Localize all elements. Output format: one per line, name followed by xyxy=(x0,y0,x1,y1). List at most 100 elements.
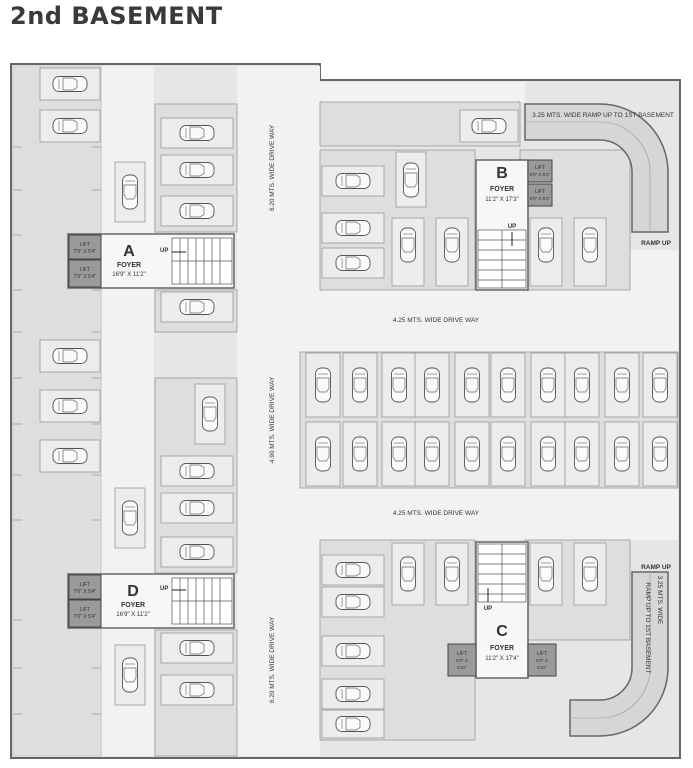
parking-stall xyxy=(160,154,234,186)
parking-stall xyxy=(573,217,607,287)
core-b xyxy=(475,159,553,291)
parking-stall xyxy=(435,542,469,606)
parking-stall xyxy=(490,352,526,418)
parking-stall xyxy=(530,352,566,418)
lift-size: 6'0" X 5'2" xyxy=(530,196,551,201)
driveway-label: 4.90 MTS. WIDE DRIVE WAY xyxy=(269,376,276,463)
lift-label: LIFT xyxy=(537,651,547,657)
parking-stall xyxy=(454,352,490,418)
core-c xyxy=(447,541,557,679)
parking-stall xyxy=(321,709,385,739)
lift-size: 6'11" xyxy=(457,665,467,670)
core-letter: A xyxy=(123,243,135,260)
parking-stall xyxy=(564,421,600,487)
parking-stall xyxy=(114,644,146,706)
ramp-up-label: RAMP UP xyxy=(641,564,672,571)
core-a xyxy=(67,233,235,289)
foyer-label: FOYER xyxy=(121,602,145,609)
core-letter: D xyxy=(127,583,139,600)
driveway-label: 4.25 MTS. WIDE DRIVE WAY xyxy=(393,510,480,517)
foyer-size: 11'2" X 17'3" xyxy=(485,197,518,203)
parking-stall xyxy=(642,421,678,487)
ramp-top xyxy=(524,103,669,233)
parking-stall xyxy=(160,674,234,706)
parking-stall xyxy=(459,109,519,143)
parking-stall xyxy=(435,217,469,287)
lift-label: LIFT xyxy=(457,651,467,657)
ramp-up-label: RAMP UP xyxy=(641,240,672,247)
parking-stall xyxy=(604,421,640,487)
parking-stall xyxy=(530,421,566,487)
parking-stall xyxy=(604,352,640,418)
parking-stall xyxy=(39,67,101,101)
parking-stall xyxy=(39,389,101,423)
parking-stall xyxy=(321,678,385,710)
lift-label: LIFT xyxy=(80,267,90,273)
parking-stall xyxy=(39,339,101,373)
parking-stall xyxy=(395,151,427,208)
foyer-size: 16'9" X 11'2" xyxy=(116,612,149,618)
parking-stall xyxy=(114,161,146,223)
parking-stall xyxy=(573,542,607,606)
parking-stall xyxy=(490,421,526,487)
lift-size: 6'11" xyxy=(537,665,547,670)
central-parking-grid xyxy=(299,351,679,489)
core-letter: C xyxy=(496,623,508,640)
staircase-icon xyxy=(171,577,233,625)
parking-stall xyxy=(321,554,385,586)
lift-label: LIFT xyxy=(535,165,545,171)
parking-stall xyxy=(160,455,234,487)
parking-stall xyxy=(160,195,234,227)
parking-stall xyxy=(321,635,385,667)
up-label: UP xyxy=(484,606,492,612)
foyer-size: 11'2" X 17'4" xyxy=(485,656,518,662)
core-letter: B xyxy=(496,165,508,182)
staircase-icon xyxy=(477,229,527,289)
parking-stall xyxy=(529,542,563,606)
lift-size: 7'0" X 5'4" xyxy=(74,589,97,595)
parking-stall xyxy=(160,492,234,524)
parking-stall xyxy=(391,217,425,287)
lift-size: 7'0" X 5'4" xyxy=(74,249,97,255)
lift-label: LIFT xyxy=(535,189,545,195)
ramp-label: 3.25 MTS. WIDE RAMP UP TO 1ST BASEMENT xyxy=(532,112,674,119)
parking-stall xyxy=(194,383,226,445)
up-label: UP xyxy=(160,586,168,592)
core-d xyxy=(67,573,235,629)
parking-stall xyxy=(39,109,101,143)
foyer-label: FOYER xyxy=(117,262,141,269)
lift-size: 7'0" X 5'4" xyxy=(74,614,97,620)
parking-stall xyxy=(381,421,417,487)
up-label: UP xyxy=(508,224,516,230)
parking-stall xyxy=(305,421,341,487)
parking-stall xyxy=(39,439,101,473)
lift-label: LIFT xyxy=(80,607,90,613)
parking-stall xyxy=(529,217,563,287)
parking-stall xyxy=(114,487,146,549)
parking-stall xyxy=(414,352,450,418)
parking-stall xyxy=(454,421,490,487)
parking-stall xyxy=(321,247,385,279)
lift-label: LIFT xyxy=(80,242,90,248)
staircase-icon xyxy=(171,237,233,285)
parking-stall xyxy=(414,421,450,487)
parking-stall xyxy=(342,421,378,487)
driveway-label: 4.25 MTS. WIDE DRIVE WAY xyxy=(393,317,480,324)
ramp-bottom xyxy=(569,571,669,737)
parking-stall xyxy=(321,165,385,197)
lift-label: LIFT xyxy=(80,582,90,588)
parking-stall xyxy=(564,352,600,418)
lift-size: 7'0" X 5'4" xyxy=(74,274,97,280)
parking-stall xyxy=(381,352,417,418)
parking-stall xyxy=(305,352,341,418)
parking-stall xyxy=(342,352,378,418)
parking-stall xyxy=(391,542,425,606)
up-label: UP xyxy=(160,248,168,254)
parking-stall xyxy=(642,352,678,418)
parking-stall xyxy=(160,632,234,664)
lift-size: 6'0" X xyxy=(536,658,548,663)
lift-size: 6'0" X xyxy=(456,658,468,663)
foyer-size: 16'9" X 11'2" xyxy=(112,272,145,278)
parking-stall xyxy=(160,117,234,149)
foyer-label: FOYER xyxy=(490,186,514,193)
